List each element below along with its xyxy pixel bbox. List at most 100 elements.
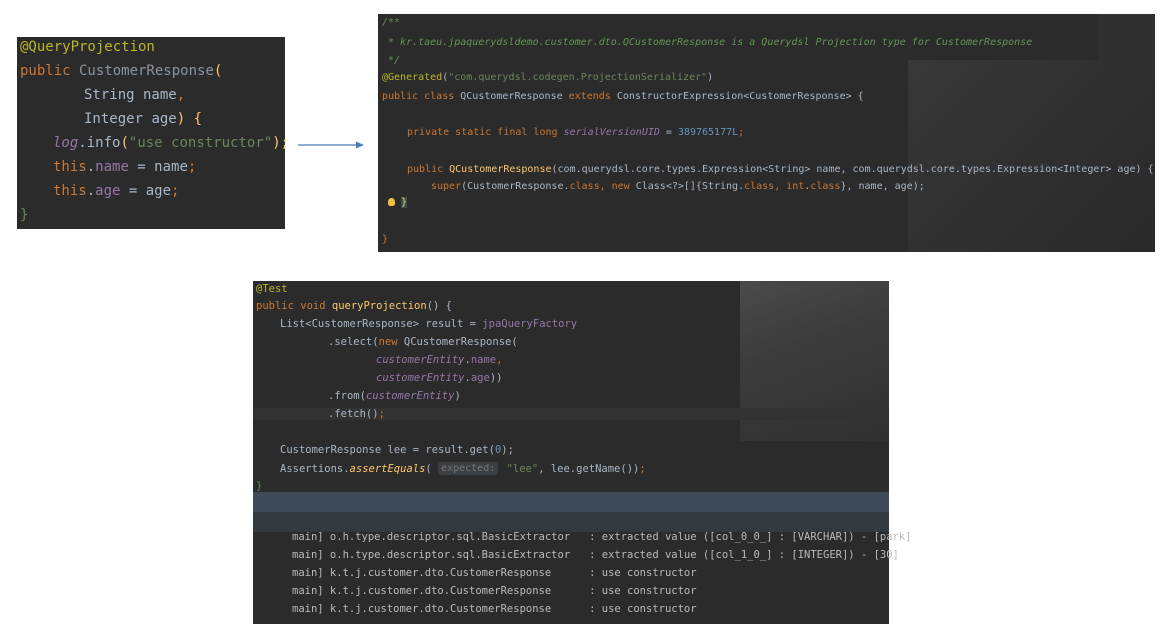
annotation: @QueryProjection <box>20 39 155 55</box>
comma: , <box>774 181 787 192</box>
keyword: public void <box>256 300 326 312</box>
method: info <box>86 135 121 151</box>
keyword: class <box>810 181 841 192</box>
background-image <box>908 60 1155 252</box>
code-line: public void queryProjection() { <box>253 300 889 312</box>
log-line: main] o.h.type.descriptor.sql.BasicExtra… <box>292 549 899 561</box>
parameter-hint: expected: <box>438 462 499 475</box>
keyword: this <box>53 183 87 199</box>
paren: ) <box>707 72 714 83</box>
code-line: this.age = age; <box>17 183 285 199</box>
code-line: public class QCustomerResponse extends C… <box>378 91 1155 102</box>
number-literal: 389765177L <box>677 127 739 138</box>
keyword: class <box>744 181 775 192</box>
field: jpaQueryFactory <box>482 318 578 330</box>
code: .from( <box>328 390 366 402</box>
code-line: */ <box>378 55 1155 66</box>
string-literal: "com.querydsl.codegen.ProjectionSerializ… <box>448 72 708 83</box>
lightbulb-icon[interactable] <box>388 198 395 206</box>
code-line: public CustomerResponse( <box>17 63 285 79</box>
equals: = <box>659 127 678 138</box>
keyword: new <box>611 181 630 192</box>
code: (CustomerResponse. <box>461 181 570 192</box>
log-line: main] k.t.j.customer.dto.CustomerRespons… <box>292 603 697 615</box>
code: Assertions. <box>280 463 350 475</box>
class-name: QCustomerResponse <box>454 91 563 102</box>
method-name: queryProjection <box>325 300 427 312</box>
code: Class<?>[]{String. <box>629 181 745 192</box>
log-line: main] o.h.type.descriptor.sql.BasicExtra… <box>292 531 912 543</box>
annotation: @Generated <box>382 72 443 83</box>
highlight-bar <box>253 492 889 512</box>
code-line: .fetch(); <box>253 408 889 420</box>
keyword: int <box>786 181 805 192</box>
method-name: assertEquals <box>349 463 426 475</box>
log-line: main] k.t.j.customer.dto.CustomerRespons… <box>292 585 697 597</box>
semicolon: ; <box>171 183 180 199</box>
semicolon: ; <box>639 463 646 475</box>
comment: * kr.taeu.jpaquerydsldemo.customer.dto.Q… <box>382 37 1033 48</box>
keyword: extends <box>562 91 611 102</box>
semicolon: ; <box>187 159 197 175</box>
dot: . <box>78 135 87 151</box>
code-line: .from(customerEntity) <box>253 390 889 402</box>
code-line: } <box>378 197 1155 208</box>
code: ); <box>501 444 514 456</box>
right-arrow-icon <box>298 141 364 149</box>
paren: ( <box>442 72 449 83</box>
code: .fetch() <box>328 408 379 420</box>
code: , lee.getName()) <box>538 463 640 475</box>
brace: } <box>256 480 263 492</box>
keyword: public <box>407 164 444 175</box>
type: Integer <box>84 111 144 127</box>
dot: . <box>804 181 811 192</box>
field: customerEntity <box>376 372 465 384</box>
code-line: /** <box>378 17 1155 28</box>
code-line: this.name = name; <box>17 159 285 175</box>
code-line: String name, <box>17 87 285 103</box>
code-line: log.info("use constructor"); <box>17 135 289 151</box>
paren: ) { <box>176 111 203 127</box>
code-panel-customer-response: @QueryProjection public CustomerResponse… <box>17 37 289 229</box>
assignment: = age <box>120 183 172 199</box>
brace: } <box>20 207 29 223</box>
paren: ); <box>272 135 290 151</box>
code-line: } <box>17 207 285 223</box>
brace: } <box>401 197 408 208</box>
keyword: super <box>431 181 462 192</box>
paren: )) <box>489 372 503 384</box>
code: }, name, age); <box>840 181 925 192</box>
code-line: .select(new QCustomerResponse( <box>253 336 889 348</box>
code: List<CustomerResponse> result = <box>280 318 483 330</box>
field: serialVersionUID <box>563 127 660 138</box>
code-line: customerEntity.name, <box>253 354 889 366</box>
code-line: customerEntity.age)) <box>253 372 889 384</box>
paren: ( <box>425 463 439 475</box>
comment: /** <box>382 17 401 28</box>
code: () { <box>426 300 452 312</box>
code-line: CustomerResponse lee = result.get(0); <box>253 444 889 456</box>
code-line: Assertions.assertEquals( expected: "lee"… <box>253 462 889 475</box>
code-line: List<CustomerResponse> result = jpaQuery… <box>253 318 889 330</box>
field: age <box>470 372 490 384</box>
keyword: private static final long <box>407 127 558 138</box>
number-literal: 0 <box>494 444 502 456</box>
code: QCustomerResponse( <box>397 336 518 348</box>
code-line: Integer age) { <box>17 111 285 127</box>
dot: . <box>86 159 96 175</box>
constructor-params: (com.querydsl.core.types.Expression<Stri… <box>551 164 1154 175</box>
keyword: this <box>53 159 87 175</box>
assignment: = name <box>128 159 188 175</box>
dot: . <box>464 354 471 366</box>
code-line: @Test <box>253 283 889 295</box>
field: name <box>95 159 129 175</box>
background-image <box>1098 14 1155 60</box>
annotation: @Test <box>256 283 288 295</box>
brace: } <box>382 234 389 245</box>
param: age <box>143 111 177 127</box>
comma: , <box>599 181 612 192</box>
comma: , <box>176 87 186 103</box>
code-line: } <box>253 480 889 492</box>
dot: . <box>86 183 96 199</box>
field: name <box>470 354 497 366</box>
